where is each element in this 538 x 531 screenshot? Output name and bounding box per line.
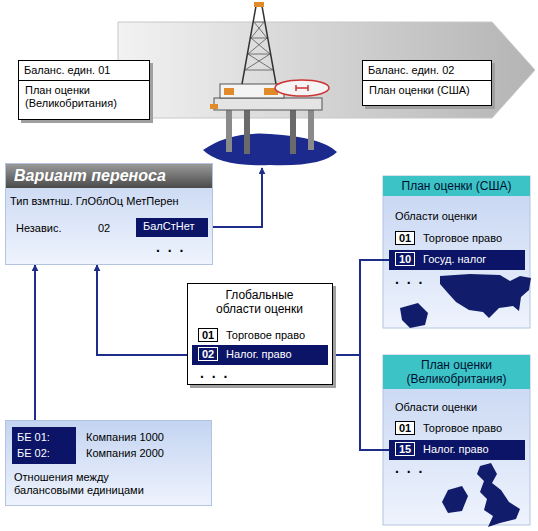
area-code: 01: [395, 231, 415, 245]
oil-platform: [203, 2, 337, 165]
entity-tag: БЕ 01: БЕ 02:: [12, 427, 76, 464]
panel-title: Вариант переноса: [6, 164, 212, 188]
area-row: 15 Налог. право: [389, 440, 525, 460]
text-label: Области оценки: [395, 210, 477, 223]
connector: [34, 265, 36, 427]
variant-panel: Вариант переносаТип взмтнш. ГлОблОц МетП…: [5, 163, 213, 265]
cell-text: Налог. право: [423, 443, 489, 456]
area-code: 10: [395, 252, 415, 266]
uk-map: [442, 463, 520, 527]
panel-ground: [383, 176, 530, 328]
connector: [328, 355, 389, 450]
area-code: 15: [395, 442, 415, 456]
text-label: Торговое право: [226, 329, 305, 342]
cell-text: Налог. право: [226, 348, 292, 361]
panel-title: План оценки (Великобритания): [383, 355, 530, 389]
area-code: 02: [198, 347, 218, 361]
cell-text: БЕ 01:: [17, 431, 50, 444]
cell-text: Госуд. налог: [423, 253, 486, 266]
ellipsis: . . .: [200, 366, 229, 380]
area-row: 10 Госуд. налог: [389, 250, 525, 270]
area-row: 02 Налог. право: [192, 345, 328, 365]
method-cell: БалСтНет: [136, 218, 208, 237]
transfer-arrow-band: [118, 22, 535, 118]
leader-arrow: [211, 168, 262, 227]
valuation-plan-panel: План оценки (Великобритания) Области оцен…: [383, 355, 530, 525]
ellipsis: . . .: [395, 461, 424, 475]
box-heading: Баланс. един. 02: [363, 61, 491, 81]
connector: [97, 265, 192, 355]
box-heading: Глобальные области оценки: [208, 288, 311, 316]
text-label: Отношения между балансовыми единицами: [14, 471, 154, 497]
entity-box: Баланс. един. 02 План оценки (США): [362, 60, 492, 106]
text-label: Компания 1000: [86, 431, 164, 444]
text-label: Независ.: [16, 222, 62, 235]
text-label: Тип взмтнш. ГлОблОц МетПерен: [10, 195, 179, 208]
panel-ground: [383, 355, 530, 525]
box-heading: Баланс. един. 01: [19, 61, 149, 81]
global-areas-box: Глобальные области оценки 01 Торговое прав…: [187, 283, 333, 385]
valuation-plan-panel: План оценки (США) Области оценки 01 Торгово…: [383, 176, 530, 328]
connector: [328, 260, 389, 355]
text-label: План оценки (США): [369, 84, 470, 97]
cell-text: БалСтНет: [143, 220, 194, 233]
text-label: Области оценки: [395, 401, 477, 414]
text-label: Торговое право: [423, 422, 502, 435]
entity-box: Баланс. един. 01 План оценки (Великобрита…: [18, 60, 150, 120]
ellipsis: . . .: [395, 272, 424, 286]
cell-text: БЕ 02:: [17, 447, 50, 460]
ellipsis: . . .: [156, 240, 185, 254]
text-label: 02: [98, 222, 110, 235]
area-code: 01: [395, 421, 415, 435]
text-label: Торговое право: [423, 232, 502, 245]
text-label: Компания 2000: [86, 447, 164, 460]
area-code: 01: [198, 328, 218, 342]
relations-panel: Компания 1000Компания 2000Отношения межд…: [5, 420, 212, 506]
text-label: План оценки (Великобритания): [25, 84, 135, 110]
panel-title: План оценки (США): [383, 176, 530, 196]
